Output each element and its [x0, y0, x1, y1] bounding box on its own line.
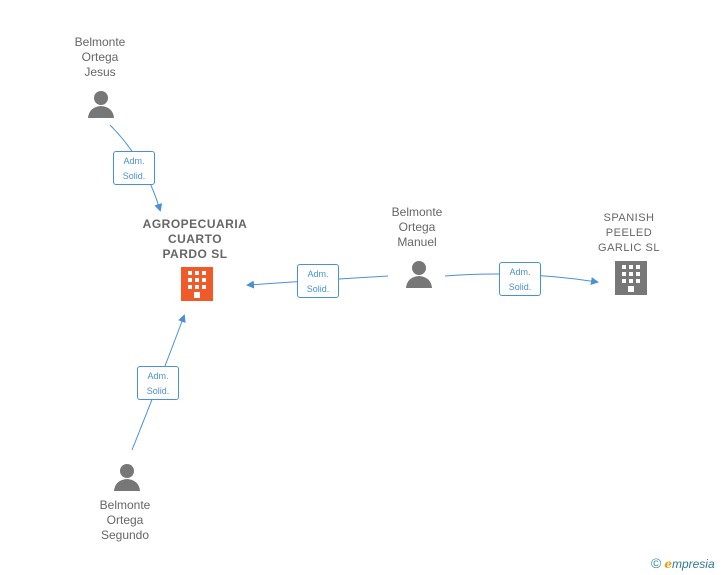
person-icon[interactable] [114, 464, 140, 491]
node-label-agropecuaria[interactable]: AGROPECUARIA CUARTO PARDO SL [142, 217, 248, 261]
edge-label-segundo-agro: Adm. Solid. [137, 366, 179, 400]
edge-label-manuel-agro: Adm. Solid. [297, 264, 339, 298]
node-label-spanish-peeled-garlic[interactable]: SPANISH PEELED GARLIC SL [598, 212, 660, 254]
edge-label-manuel-spanish: Adm. Solid. [499, 262, 541, 296]
edge-label-jesus-agro: Adm. Solid. [113, 151, 155, 185]
person-icon[interactable] [406, 261, 432, 288]
node-label-segundo[interactable]: Belmonte Ortega Segundo [99, 498, 151, 542]
building-icon[interactable] [181, 267, 213, 301]
brand-logo-initial: e [664, 557, 672, 571]
copyright-symbol: © [651, 555, 662, 571]
footer-brand: ©empresia [651, 555, 715, 571]
node-label-manuel[interactable]: Belmonte Ortega Manuel [391, 205, 443, 249]
node-label-jesus[interactable]: Belmonte Ortega Jesus [74, 35, 126, 79]
building-icon[interactable] [615, 261, 647, 295]
person-icon[interactable] [88, 91, 114, 118]
brand-logo-text: mpresia [671, 557, 715, 571]
